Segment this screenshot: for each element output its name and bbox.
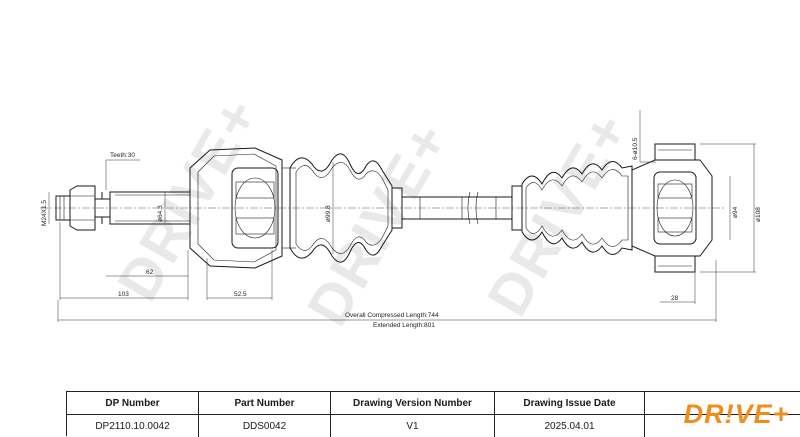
dim-teeth: Teeth:30: [110, 152, 135, 159]
inner-boot: [289, 153, 403, 263]
dim-holes: 6-ø10.5: [632, 137, 639, 160]
dim-thread: M24X1.5: [41, 200, 48, 226]
logo: DR!VE+: [672, 392, 800, 437]
dim-94: ø94: [732, 206, 739, 218]
dim-inner-diameter: ø64.3: [157, 205, 164, 222]
value-version: V1: [331, 415, 495, 437]
dim-extended-length: Extended Length:801: [373, 322, 435, 329]
title-block: DP Number Part Number Drawing Version Nu…: [66, 391, 800, 437]
dim-108: ø108: [755, 207, 762, 222]
watermark-center: DRIVE+: [295, 111, 463, 337]
dimension-lines: [48, 110, 756, 322]
outer-cv-joint: [631, 143, 713, 273]
header-version: Drawing Version Number: [331, 392, 495, 414]
watermark-group: DRIVE+ DRIVE+ DRIVE+: [105, 86, 643, 337]
threaded-stub: [55, 185, 111, 231]
drive-shaft: [402, 191, 512, 225]
dimension-labels: Teeth:30 M24X1.5 ø64.3 ø99.8 62 103 52.5…: [41, 137, 762, 329]
value-issue-date: 2025.04.01: [495, 415, 645, 437]
header-dp-number: DP Number: [67, 392, 199, 414]
logo-text: DR!VE+: [683, 399, 790, 429]
header-part-number: Part Number: [199, 392, 331, 414]
title-block-header-row: DP Number Part Number Drawing Version Nu…: [67, 392, 800, 414]
dim-103: 103: [118, 291, 129, 298]
dim-28: 28: [671, 295, 679, 302]
inner-cv-joint: [189, 147, 296, 269]
dim-overall-length: Overall Compressed Length:744: [345, 312, 439, 319]
dim-52-5: 52.5: [234, 291, 247, 298]
value-dp-number: DP2110.10.0042: [67, 415, 199, 437]
outer-boot: [511, 161, 633, 255]
title-block-value-row: DP2110.10.0042 DDS0042 V1 2025.04.01: [67, 414, 800, 437]
watermark-right: DRIVE+: [475, 101, 643, 327]
value-part-number: DDS0042: [199, 415, 331, 437]
dim-boot-diameter: ø99.8: [325, 205, 332, 222]
watermark-left: DRIVE+: [105, 86, 273, 312]
dim-62: 62: [146, 269, 154, 276]
header-issue-date: Drawing Issue Date: [495, 392, 645, 414]
